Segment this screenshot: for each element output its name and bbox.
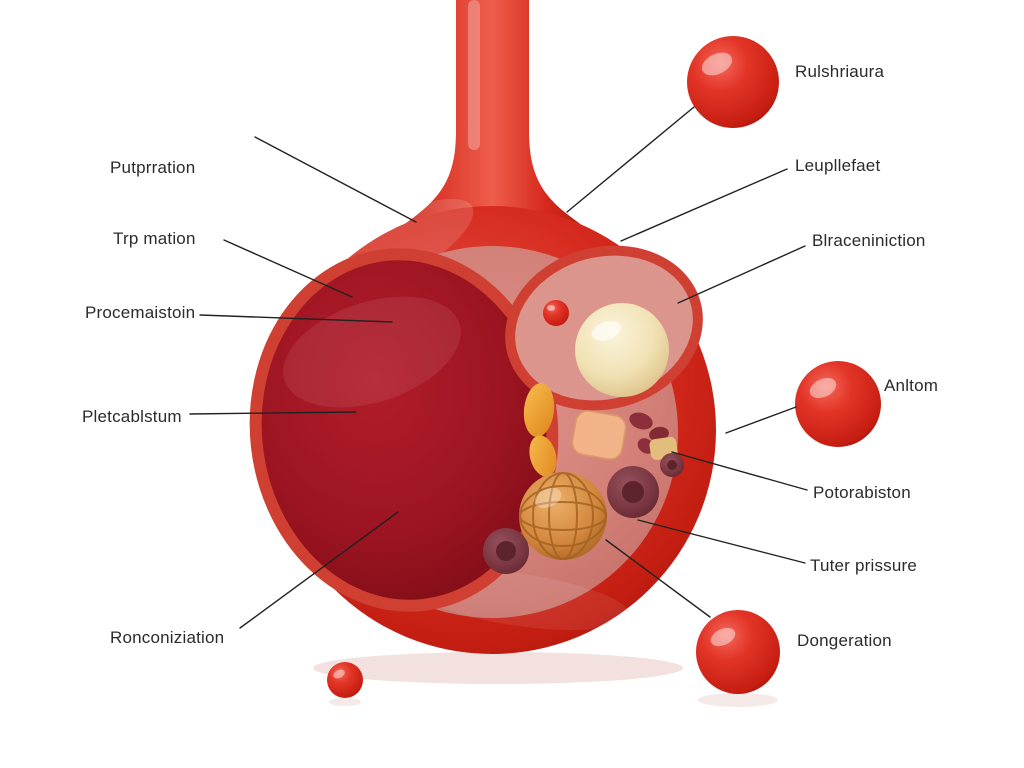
label-ronconiziation: Ronconiziation [110, 628, 225, 647]
maroon-bean-cell [629, 412, 653, 430]
sphere-shadow [698, 693, 778, 707]
label-trp-mation: Trp mation [113, 229, 196, 248]
maroon-disc-cell-center [622, 481, 644, 503]
red-sphere-top-right [687, 36, 779, 128]
sphere-shadow-small [329, 698, 361, 706]
red-sphere-middle-right [795, 361, 881, 447]
dark-blood-pool [249, 248, 559, 612]
small-red-cell [543, 300, 569, 326]
peach-chunk-cell [571, 410, 627, 460]
leader-line-potorabiston [671, 451, 808, 491]
label-tuter-prissure: Tuter prissure [810, 556, 918, 575]
leader-line-tuter-prissure [637, 519, 806, 564]
leader-line-procemaistoin [199, 314, 393, 323]
label-leupllefaet: Leupllefaet [795, 156, 881, 175]
cream-cell-gloss [591, 321, 621, 341]
label-dongeration: Dongeration [797, 631, 892, 650]
dark-pool-gloss [283, 296, 461, 408]
satellite-red-spheres [327, 36, 881, 698]
sphere-gloss [701, 52, 733, 76]
leader-line-dongeration [605, 539, 711, 618]
sphere-gloss [809, 377, 837, 399]
leader-line-blraceniniction [677, 245, 806, 304]
berry-cell-gloss [534, 487, 562, 509]
cell-cluster [483, 383, 684, 574]
upper-chamber [505, 245, 703, 411]
shadows [313, 652, 778, 707]
label-pletcablstum: Pletcablstum [82, 407, 182, 426]
label-procemaistoin: Procemaistoin [85, 303, 196, 322]
label-potorabiston: Potorabiston [813, 483, 911, 502]
leader-line-pletcablstum [189, 411, 357, 415]
vessel-stem [368, 0, 617, 252]
red-sphere-bottom-right [696, 610, 780, 694]
orange-capsule-cell [529, 435, 557, 477]
label-anltom: Anltom [884, 376, 939, 395]
label-blraceniniction: Blraceniniction [812, 231, 926, 250]
leader-lines [189, 106, 808, 629]
sphere-gloss [710, 627, 736, 647]
sphere-gloss [333, 669, 345, 679]
circle-shadow [313, 652, 683, 684]
berry-cell-seams [519, 472, 607, 560]
maroon-bean-cell [649, 426, 669, 442]
small-red-cell-gloss [547, 305, 555, 311]
orange-capsule-cell [523, 383, 555, 437]
label-rulshriaura: Rulshriaura [795, 62, 885, 81]
leader-line-leupllefaet [620, 168, 788, 242]
vessel-cross-section [249, 198, 716, 654]
label-putprration: Putprration [110, 158, 196, 177]
vessel-stem-gloss [468, 0, 480, 150]
leader-line-trp-mation [223, 239, 353, 298]
cream-sphere-cell [575, 303, 669, 397]
leader-line-anltom [725, 406, 797, 434]
leader-line-ronconiziation [239, 511, 399, 629]
red-sphere-small-bottom-left [327, 662, 363, 698]
maroon-disc-cell-center [667, 460, 677, 470]
leader-line-rulshriaura [566, 106, 695, 213]
vessel-stem-body [368, 0, 617, 252]
leader-line-putprration [254, 136, 417, 223]
maroon-disc-cell-center [496, 541, 516, 561]
berry-textured-cell [519, 472, 607, 560]
